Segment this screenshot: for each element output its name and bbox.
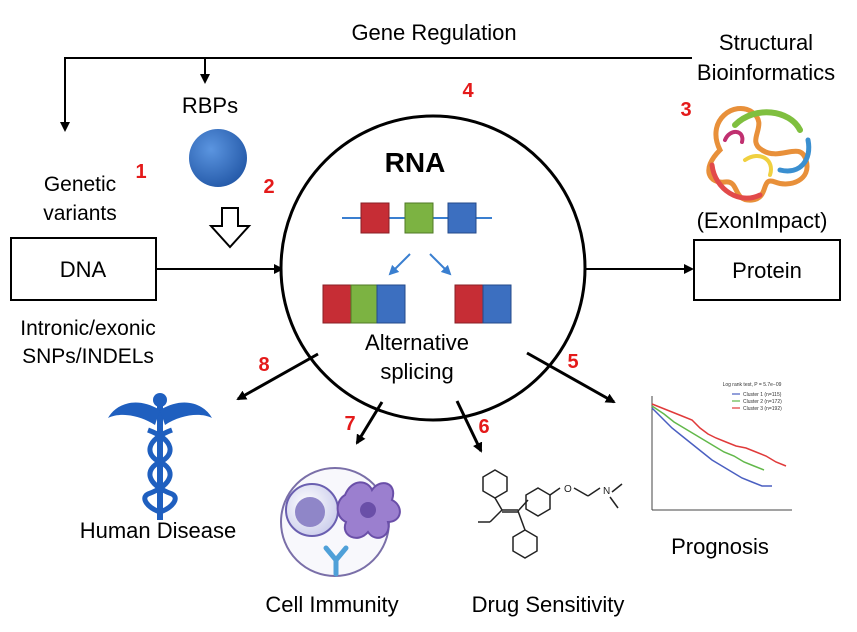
km-legend: Cluster 1 (n=115) Cluster 2 (n=172) Clus… [732,392,782,412]
arrow-to-cell-immunity [355,401,384,445]
prognosis-label: Prognosis [671,534,769,559]
isoform2-exon-blue [482,284,512,324]
snps-label-line1: Intronic/exonic [20,317,155,340]
structural-label-line2: Bioinformatics [697,60,835,85]
km-curve-green [651,405,765,471]
km-title: Log rank test, P = 5.7e−09 [723,382,782,388]
isoform-full [322,284,406,324]
isoform1-exon-red [322,284,352,324]
number-6: 6 [478,416,489,438]
rbp-circle-icon [189,129,247,187]
dna-label: DNA [60,257,107,282]
protein-label: Protein [732,258,802,283]
gene-regulation-connector [60,57,692,132]
protein-box [693,239,841,301]
arrow-to-human-disease [236,352,319,401]
svg-text:N: N [603,486,610,497]
genetic-variants-line2: variants [43,202,117,225]
number-5: 5 [567,351,578,373]
isoform1-exon-blue [376,284,406,324]
km-legend-1: Cluster 1 (n=115) [743,392,782,398]
km-curve-red [651,403,787,467]
splice-arrow-right [429,253,452,276]
alternative-splicing-line2: splicing [380,359,453,384]
dna-box [10,237,157,301]
immune-cells-icon [280,467,401,577]
exon-red [360,202,390,234]
exon-green [404,202,434,234]
hollow-down-arrow-icon [208,207,252,249]
splice-arrow-left [388,253,411,276]
rbps-label: RBPs [182,93,238,118]
km-curve-blue [651,407,772,487]
isoform1-exon-green [350,284,378,324]
human-disease-label: Human Disease [80,518,237,543]
protein-structure-icon [706,105,812,203]
number-1: 1 [135,161,146,183]
rna-label: RNA [385,147,446,178]
number-7: 7 [344,413,355,435]
caduceus-icon [108,393,212,520]
pre-mrna [342,202,492,234]
svg-text:O: O [564,484,572,495]
structural-label-line1: Structural [719,30,813,55]
survival-curve-icon: Log rank test, P = 5.7e−09 Cluster 1 (n=… [651,382,792,511]
exonimpact-label: (ExonImpact) [697,208,828,233]
gene-regulation-line [60,57,692,132]
isoform-skipped [454,284,512,324]
arrow-to-prognosis [526,351,616,404]
exon-blue [447,202,477,234]
number-4: 4 [462,80,474,102]
isoform2-exon-red [454,284,484,324]
number-3: 3 [680,99,691,121]
gene-regulation-label: Gene Regulation [351,20,516,45]
arrow-to-drug-sensitivity [455,400,483,453]
tamoxifen-molecule-icon: O N [478,469,623,559]
number-8: 8 [258,354,269,376]
genetic-variants-line1: Genetic [44,173,116,196]
snps-label-line2: SNPs/INDELs [22,345,154,368]
cell-immunity-label: Cell Immunity [265,592,398,617]
km-legend-3: Cluster 3 (n=192) [743,406,782,412]
number-2: 2 [263,176,274,198]
km-legend-2: Cluster 2 (n=172) [743,399,782,405]
drug-sensitivity-label: Drug Sensitivity [472,592,625,617]
alternative-splicing-line1: Alternative [365,330,469,355]
